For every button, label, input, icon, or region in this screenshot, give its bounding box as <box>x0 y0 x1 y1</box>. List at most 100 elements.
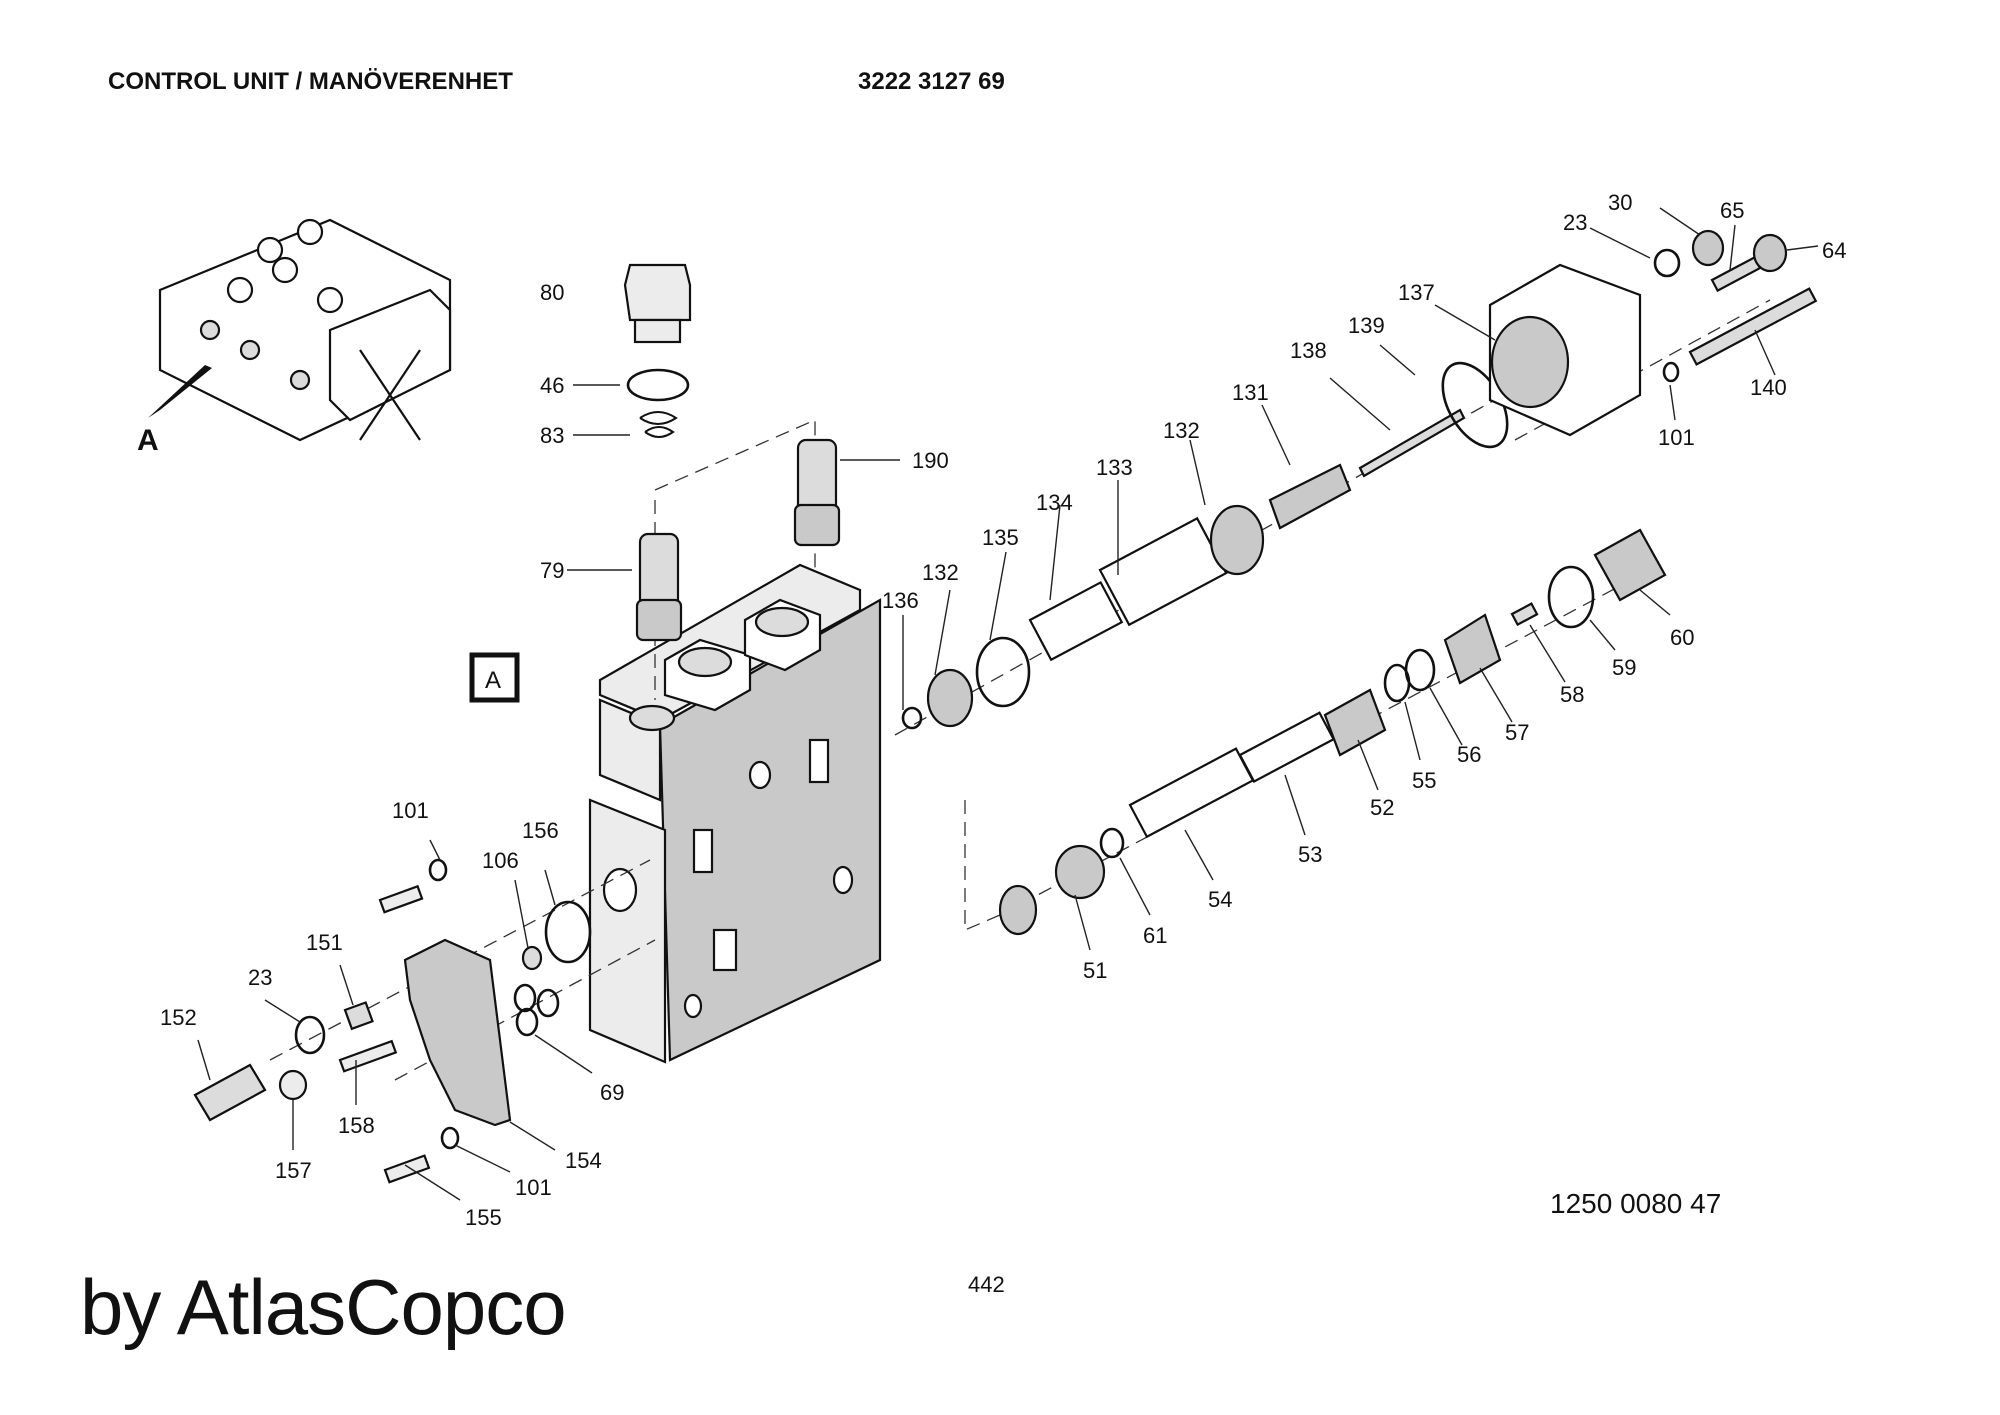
callout-80: 80 <box>540 280 564 305</box>
drawing-number: 1250 0080 47 <box>1550 1188 1722 1219</box>
callout-156: 156 <box>522 818 559 843</box>
callout-60: 60 <box>1670 625 1694 650</box>
spring-54 <box>1128 747 1255 839</box>
leader-line <box>1184 829 1214 881</box>
callout-61: 61 <box>1143 923 1167 948</box>
callout-151: 151 <box>306 930 343 955</box>
assembly-part-number: 3222 3127 69 <box>858 68 1005 95</box>
leader-line <box>1754 329 1776 376</box>
view-a-box <box>469 652 520 703</box>
leader-line <box>454 1144 511 1173</box>
spring-133 <box>1098 516 1228 627</box>
bushing-151 <box>343 1001 374 1031</box>
callout-137: 137 <box>1398 280 1435 305</box>
brand-watermark: by AtlasCopco <box>80 1263 567 1351</box>
callout-154: 154 <box>565 1148 602 1173</box>
cover-137 <box>1488 263 1642 437</box>
bracket-154 <box>403 938 512 1127</box>
plug-80 <box>623 263 692 344</box>
callout-51: 51 <box>1083 958 1107 983</box>
callout-106: 106 <box>482 848 519 873</box>
leader-line <box>1589 227 1651 259</box>
callout-53: 53 <box>1298 842 1322 867</box>
callout-23a: 23 <box>1563 210 1587 235</box>
leader-line <box>1189 439 1206 506</box>
callout-59: 59 <box>1612 655 1636 680</box>
callout-83: 83 <box>540 423 564 448</box>
seal-washer-23 <box>1653 248 1681 278</box>
callout-52: 52 <box>1370 795 1394 820</box>
o-ring-59 <box>1547 565 1595 629</box>
washer-61 <box>1099 827 1125 859</box>
callout-30: 30 <box>1608 190 1632 215</box>
washer-101-upper <box>428 858 448 882</box>
overview-valve-assembly-drawing <box>148 218 452 442</box>
callout-layer: 8046831907913613213513413313213113813913… <box>160 190 1846 1230</box>
leader-line <box>534 1034 593 1074</box>
pin-58 <box>1510 602 1539 627</box>
washer-101-lower <box>440 1126 460 1150</box>
leader-line <box>1404 701 1421 761</box>
callout-23b: 23 <box>248 965 272 990</box>
stud-158 <box>338 1039 398 1073</box>
o-ring-69a <box>513 983 537 1013</box>
callout-138: 138 <box>1290 338 1327 363</box>
spring-53 <box>1238 711 1336 783</box>
leader-line <box>514 879 529 949</box>
cartridge-190 <box>793 438 841 547</box>
callout-69: 69 <box>600 1080 624 1105</box>
callout-55: 55 <box>1412 768 1436 793</box>
o-ring-23-lower <box>294 1015 326 1055</box>
ring-136 <box>901 706 923 730</box>
spring-seat-132b <box>1209 504 1265 576</box>
leader-line <box>1261 404 1291 466</box>
leader-line <box>1429 687 1463 746</box>
callout-58: 58 <box>1560 682 1584 707</box>
callout-65: 65 <box>1720 198 1744 223</box>
callout-101c: 101 <box>515 1175 552 1200</box>
callout-158: 158 <box>338 1113 375 1138</box>
leader-line <box>1074 894 1091 951</box>
nut-106 <box>521 945 543 971</box>
nut-157 <box>278 1069 308 1101</box>
leader-line <box>339 964 354 1006</box>
leader-line <box>1669 384 1676 421</box>
callout-190: 190 <box>912 448 949 473</box>
callout-157: 157 <box>275 1158 312 1183</box>
callout-139: 139 <box>1348 313 1385 338</box>
washer-101-top <box>1662 361 1680 383</box>
callout-79: 79 <box>540 558 564 583</box>
leader-line <box>1659 207 1701 236</box>
nut-64 <box>1752 233 1788 273</box>
leader-line <box>264 999 301 1023</box>
callout-134: 134 <box>1036 490 1073 515</box>
spring-seat-132a <box>926 668 974 728</box>
cartridge-79 <box>635 532 683 642</box>
page-title: CONTROL UNIT / MANÖVERENHET <box>108 68 513 95</box>
leader-line <box>989 551 1007 641</box>
callout-46: 46 <box>540 373 564 398</box>
valve-body-section <box>588 563 882 1064</box>
view-a-label: A <box>485 667 501 694</box>
screw-top-left <box>378 884 424 914</box>
callout-64: 64 <box>1822 238 1846 263</box>
leader-line <box>1589 619 1616 651</box>
spool-131 <box>1268 463 1352 530</box>
callout-132b: 132 <box>1163 418 1200 443</box>
leader-line <box>1529 624 1566 683</box>
leader-line <box>1119 857 1151 916</box>
overview-view-label: A <box>137 424 159 457</box>
leader-line <box>1479 667 1513 723</box>
leader-line <box>1284 774 1306 836</box>
o-ring-46 <box>626 368 690 402</box>
leader-line <box>1357 739 1379 791</box>
plug-30 <box>1691 229 1725 267</box>
leader-line <box>1049 504 1061 601</box>
callout-133: 133 <box>1096 455 1133 480</box>
leader-line <box>509 1121 556 1151</box>
callout-136: 136 <box>882 588 919 613</box>
leader-line <box>197 1039 211 1081</box>
ring-135 <box>975 636 1031 708</box>
page-number: 442 <box>968 1272 1005 1297</box>
